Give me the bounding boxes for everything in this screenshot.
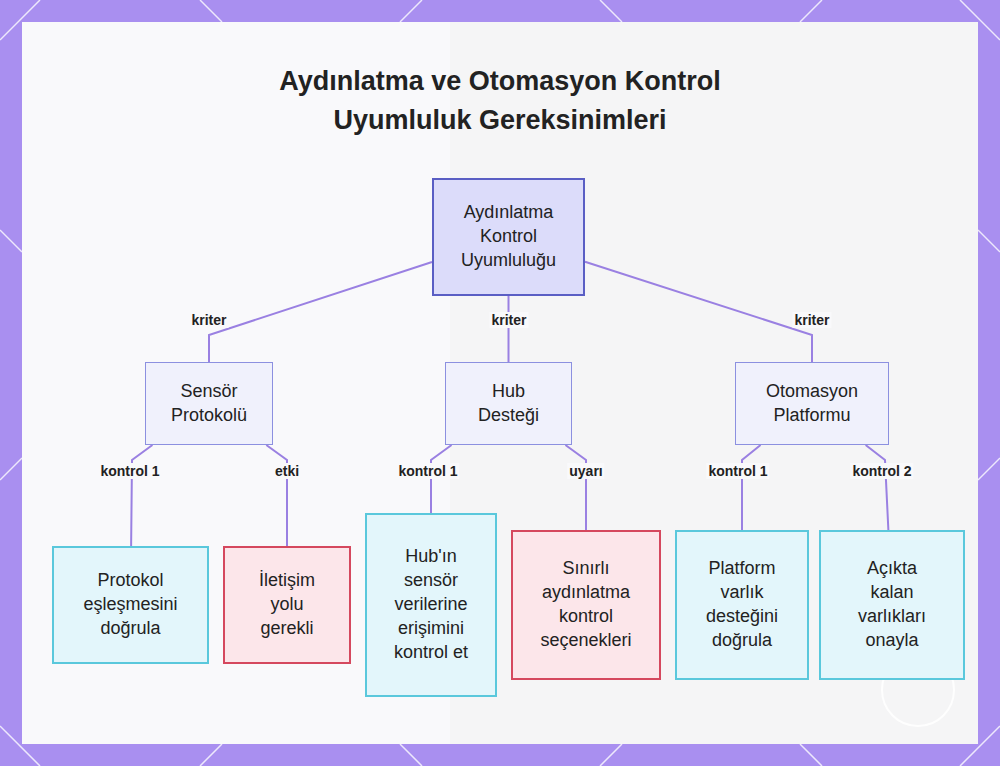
node-text: Otomasyon Platformu — [750, 380, 874, 428]
text-stack: Hub'ın sensör verilerine erişimini kontr… — [383, 545, 479, 665]
text-stack: Hub Desteği — [460, 380, 557, 428]
edge-label: kriter — [792, 312, 831, 328]
diagram-title: Aydınlatma ve Otomasyon Kontrol Uyumlulu… — [250, 62, 750, 140]
criterion-box: Sensör Protokolü — [145, 362, 273, 445]
node-text: Sınırlı aydınlatma kontrol seçenekleri — [539, 557, 633, 653]
connector-line — [508, 296, 510, 362]
node-text: Sensör Protokolü — [160, 380, 258, 428]
connector-line — [742, 445, 761, 530]
text-stack: Sınırlı aydınlatma kontrol seçenekleri — [539, 557, 633, 653]
connector-line — [131, 445, 152, 546]
text-stack: İletişim yolu gerekli — [249, 569, 325, 641]
node-text: Platform varlık desteğini doğrula — [699, 557, 785, 653]
check-box: Hub'ın sensör verilerine erişimini kontr… — [365, 513, 497, 697]
text-stack: Platform varlık desteğini doğrula — [699, 557, 785, 653]
root-box: Aydınlatma Kontrol Uyumluluğu — [432, 178, 585, 296]
edge-label: etki — [273, 463, 301, 479]
connector-line — [209, 262, 432, 362]
criterion-box: Otomasyon Platformu — [735, 362, 889, 445]
inner-panel — [22, 22, 978, 744]
text-stack: Aydınlatma Kontrol Uyumluluğu — [454, 201, 563, 273]
check-box: Platform varlık desteğini doğrula — [675, 530, 809, 680]
check-box: Protokol eşleşmesini doğrula — [52, 546, 209, 664]
connector-line — [431, 445, 452, 513]
node-text: Hub Desteği — [460, 380, 557, 428]
criterion-box: Hub Desteği — [445, 362, 572, 445]
node-text: Aydınlatma Kontrol Uyumluluğu — [454, 201, 563, 273]
edge-label: uyarı — [567, 463, 604, 479]
connector-line — [266, 445, 287, 546]
node-text: Açıkta kalan varlıkları onayla — [845, 557, 939, 653]
text-stack: Protokol eşleşmesini doğrula — [68, 569, 193, 641]
connector-line — [565, 445, 586, 530]
connector-line — [866, 445, 889, 530]
node-text: İletişim yolu gerekli — [249, 569, 325, 641]
warning-box: İletişim yolu gerekli — [223, 546, 351, 664]
edge-label: kontrol 1 — [98, 463, 161, 479]
warning-box: Sınırlı aydınlatma kontrol seçenekleri — [511, 530, 661, 680]
text-stack: Otomasyon Platformu — [750, 380, 874, 428]
text-stack: Sensör Protokolü — [160, 380, 258, 428]
text-stack: Açıkta kalan varlıkları onayla — [845, 557, 939, 653]
edge-label: kriter — [489, 312, 528, 328]
check-box: Açıkta kalan varlıkları onayla — [819, 530, 965, 680]
node-text: Protokol eşleşmesini doğrula — [68, 569, 193, 641]
edge-label: kriter — [189, 312, 228, 328]
node-text: Hub'ın sensör verilerine erişimini kontr… — [383, 545, 479, 665]
connector-line — [585, 262, 812, 362]
edge-label: kontrol 1 — [706, 463, 769, 479]
edge-label: kontrol 1 — [396, 463, 459, 479]
edge-label: kontrol 2 — [850, 463, 913, 479]
